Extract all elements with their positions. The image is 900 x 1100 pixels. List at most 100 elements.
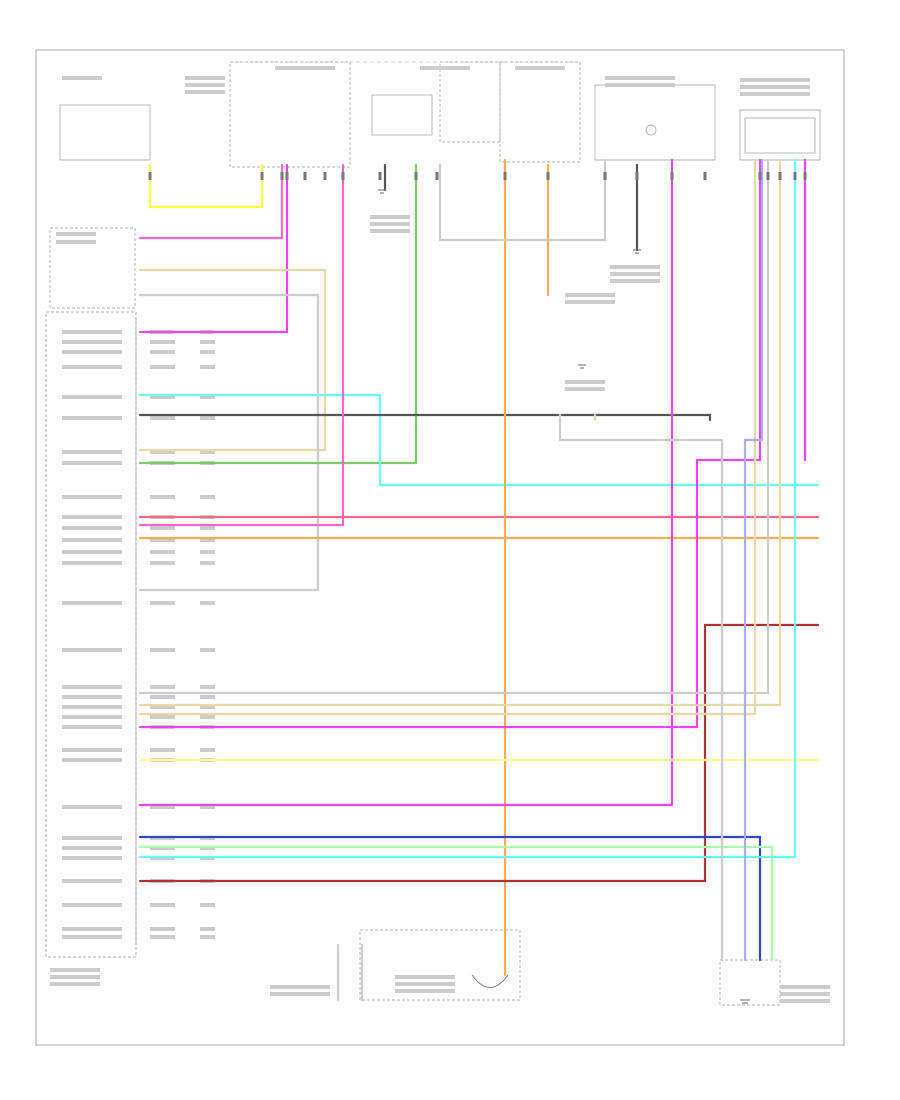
circuit-num-label-10: [200, 526, 215, 530]
wire-code-label-18: [150, 705, 175, 709]
wire-code-label-2: [150, 350, 175, 354]
wire-code-label-17: [150, 695, 175, 699]
ecm-pin-label-20: [62, 725, 122, 729]
connector-pin-7: [378, 172, 382, 180]
connector-pin-13: [635, 172, 639, 180]
wire-code-label-15: [150, 648, 175, 652]
circuit-num-label-6: [200, 450, 215, 454]
wire-light-blue-23: [138, 158, 797, 859]
wire-light-blue-6: [138, 393, 820, 487]
circuit-num-label-8: [200, 495, 215, 499]
connector-pin-9: [435, 172, 439, 180]
ecm-pin-label-25: [62, 846, 122, 850]
ground-symbols: [378, 189, 750, 1004]
circuit-num-label-28: [200, 903, 215, 907]
ecm-pin-label-23: [62, 805, 122, 809]
wire-tan-20: [138, 158, 757, 716]
wire-code-label-5: [150, 416, 175, 420]
wire-code-label-3: [150, 365, 175, 369]
connectors: [148, 172, 807, 180]
ecm-pin-label-10: [62, 526, 122, 530]
relay-box: [371, 94, 433, 136]
connector-pin-8: [414, 172, 418, 180]
wire-light-gray-25: [558, 413, 724, 962]
circuit-num-label-21: [200, 748, 215, 752]
ecm-pin-label-7: [62, 461, 122, 465]
ecm-pin-label-16: [62, 685, 122, 689]
ecm-pin-label-17: [62, 695, 122, 699]
wire-pink-9: [138, 163, 345, 527]
label-blocks: [50, 66, 830, 1003]
connector-pin-4: [303, 172, 307, 180]
wire-code-label-29: [150, 927, 175, 931]
ecm-pin-label-9: [62, 515, 122, 519]
ecm-pin-label-13: [62, 561, 122, 565]
connector-pin-12: [603, 172, 607, 180]
connector-pin-10: [503, 172, 507, 180]
ecm-upper-box: [49, 227, 136, 309]
wire-code-label-4: [150, 395, 175, 399]
circuit-num-label-4: [200, 395, 215, 399]
ecm-pin-label-1: [62, 340, 122, 344]
wire-dark-gray-7: [138, 413, 712, 422]
connector-pin-11: [546, 172, 550, 180]
instrument-cluster-inner: [744, 117, 816, 154]
fuse-block-box: [229, 61, 351, 168]
ecm-pin-label-28: [62, 903, 122, 907]
wire-code-label-28: [150, 903, 175, 907]
circuit-num-label-2: [200, 350, 215, 354]
wires: [138, 158, 820, 1002]
circuit-num-label-12: [200, 550, 215, 554]
wire-magenta-16: [138, 158, 674, 807]
connector-pin-0: [148, 172, 152, 180]
circuit-num-label-14: [200, 601, 215, 605]
connector-pin-16: [758, 172, 762, 180]
wire-code-label-13: [150, 561, 175, 565]
connector-pin-17: [766, 172, 770, 180]
wire-code-label-21: [150, 748, 175, 752]
connector-pin-19: [793, 172, 797, 180]
ecm-pin-label-21: [62, 748, 122, 752]
ignition-switch-box: [59, 104, 151, 161]
connector-pin-1: [260, 172, 264, 180]
wire-tan-3: [138, 268, 327, 452]
ecm-pin-label-0: [62, 330, 122, 334]
fuse-box-2: [499, 61, 581, 163]
wire-code-label-1: [150, 340, 175, 344]
connector-pin-2: [280, 172, 284, 180]
ecm-pin-label-8: [62, 495, 122, 499]
wire-code-label-23: [150, 805, 175, 809]
circuit-num-label-3: [200, 365, 215, 369]
connector-pin-5: [323, 172, 327, 180]
ecm-pin-label-15: [62, 648, 122, 652]
wire-light-green-22: [138, 845, 774, 962]
connector-pin-3: [285, 172, 289, 180]
ecm-pin-label-19: [62, 715, 122, 719]
ecm-pin-label-5: [62, 416, 122, 420]
connector-pin-15: [703, 172, 707, 180]
wire-pink-1: [138, 163, 284, 240]
wire-code-label-8: [150, 495, 175, 499]
instrument-panel-module-box: [594, 84, 716, 161]
circuit-num-label-23: [200, 805, 215, 809]
wire-light-gray-4: [138, 293, 320, 592]
gauge-symbol: [645, 124, 657, 136]
ecm-pin-label-18: [62, 705, 122, 709]
wire-yellow-0: [148, 163, 264, 209]
wire-green-5: [138, 163, 418, 465]
wire-blue-21: [138, 835, 762, 962]
ecm-pin-label-11: [62, 538, 122, 542]
wire-tan-18: [138, 158, 782, 707]
fuel-level-sensor-box: [719, 959, 781, 1006]
fuel-pump-symbol: [471, 974, 509, 988]
wire-code-label-16: [150, 685, 175, 689]
circuit-num-label-15: [200, 648, 215, 652]
connector-pin-6: [341, 172, 345, 180]
circuit-num-label-19: [200, 715, 215, 719]
ecm-pin-label-4: [62, 395, 122, 399]
circuit-num-label-13: [200, 561, 215, 565]
circuit-num-label-29: [200, 927, 215, 931]
wire-code-label-10: [150, 526, 175, 530]
wire-code-label-19: [150, 715, 175, 719]
